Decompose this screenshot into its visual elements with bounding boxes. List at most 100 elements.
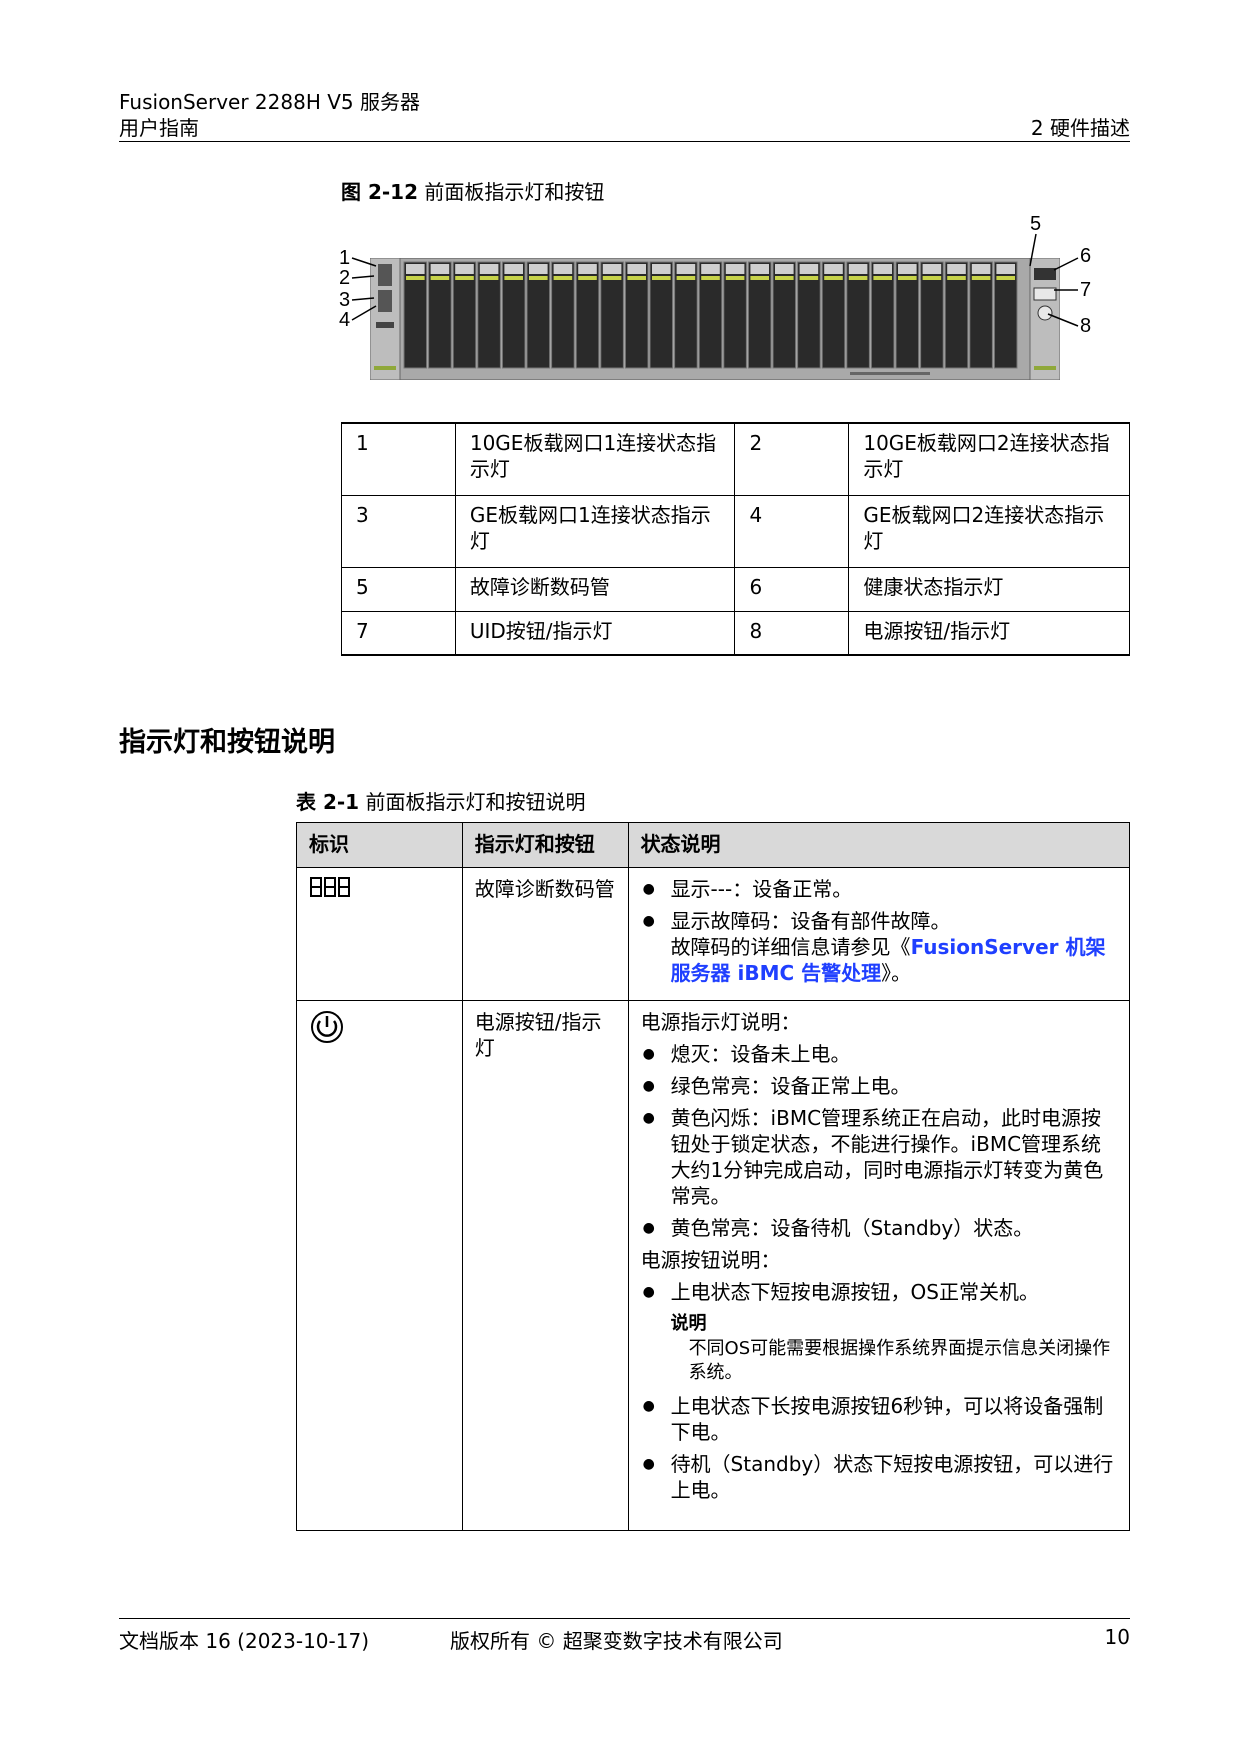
- drive-bay-latch: [602, 264, 622, 274]
- drive-bay-stripe: [947, 276, 966, 280]
- note-body: 不同OS可能需要根据操作系统界面提示信息关闭操作系统。: [688, 1338, 1111, 1383]
- drive-bay-latch: [627, 264, 646, 274]
- drive-bay-latch: [430, 264, 450, 274]
- drive-bay-stripe: [406, 276, 425, 280]
- drive-bay-latch: [504, 264, 523, 274]
- drive-bay: [575, 261, 600, 369]
- legend-desc: GE板载网口2连接状态指示灯: [848, 494, 1130, 568]
- power-icon: [311, 1011, 343, 1043]
- table-caption-number: 表 2-1: [296, 790, 360, 814]
- list-item: 上电状态下短按电源按钮，OS正常关机。: [641, 1279, 1117, 1305]
- drive-bay-stripe: [701, 276, 720, 280]
- table-caption: 表 2-1 前面板指示灯和按钮说明: [296, 786, 585, 815]
- drive-bay: [797, 261, 821, 369]
- drive-bay: [428, 261, 452, 369]
- callout-4: 4: [339, 309, 351, 331]
- drive-bay: [895, 261, 920, 369]
- header-chapter: 2 硬件描述: [1030, 116, 1130, 140]
- power-led-intro: 电源指示灯说明：: [640, 1010, 801, 1034]
- drive-bay-stripe: [553, 276, 573, 280]
- legend-num: 8: [734, 610, 850, 656]
- table-header-row: 标识 指示灯和按钮 状态说明: [296, 822, 1131, 868]
- drive-bay: [772, 261, 797, 369]
- drive-bay: [846, 261, 870, 369]
- seven-segment-display-icon: [310, 877, 350, 897]
- cell-status: 显示---：设备正常。 显示故障码：设备有部件故障。 故障码的详细信息请参见《F…: [627, 867, 1131, 1001]
- drive-bay-latch: [406, 264, 425, 274]
- drive-bay-stripe: [922, 276, 942, 280]
- drive-bay-stripe: [873, 276, 892, 280]
- drive-bay: [526, 261, 551, 369]
- column-header-status: 状态说明: [627, 822, 1131, 868]
- drive-bay: [821, 261, 846, 369]
- callout-8: 8: [1080, 315, 1092, 337]
- drive-bay: [723, 261, 747, 369]
- footer-version: 文档版本 16 (2023-10-17): [119, 1629, 369, 1653]
- drive-bay-stripe: [676, 276, 696, 280]
- drive-bay-latch: [529, 264, 548, 274]
- drive-bay-latch: [996, 264, 1015, 274]
- figure-legend-table: 1 10GE板载网口1连接状态指示灯 2 10GE板载网口2连接状态指示灯 3 …: [341, 422, 1130, 656]
- cell-id: [296, 1000, 463, 1531]
- drive-bay: [551, 261, 575, 369]
- footer-copyright: 版权所有 © 超聚变数字技术有限公司: [450, 1629, 783, 1653]
- drive-bay: [452, 261, 477, 369]
- drive-bay-latch: [971, 264, 991, 274]
- drive-bay-latch: [873, 264, 892, 274]
- drive-bay-stripe: [824, 276, 843, 280]
- table-row: 电源按钮/指示灯 电源指示灯说明： 熄灭：设备未上电。 绿色常亮：设备正常上电。…: [296, 1000, 1131, 1531]
- footer-page-number: 10: [1104, 1625, 1130, 1649]
- detail-prefix: 故障码的详细信息请参见《: [670, 935, 911, 959]
- drive-bay-latch: [652, 264, 671, 274]
- list-item: 显示故障码：设备有部件故障。 故障码的详细信息请参见《FusionServer …: [641, 908, 1117, 986]
- column-header-id: 标识: [296, 822, 463, 868]
- drive-bay-latch: [947, 264, 966, 274]
- drive-bay: [698, 261, 723, 369]
- legend-desc: GE板载网口1连接状态指示灯: [454, 494, 736, 568]
- drive-bay-stripe: [627, 276, 646, 280]
- list-item: 上电状态下长按电源按钮6秒钟，可以将设备强制下电。: [641, 1393, 1117, 1445]
- figure-caption-number: 图 2-12: [341, 180, 419, 204]
- drive-bay: [624, 261, 649, 369]
- drive-bay: [674, 261, 698, 369]
- header-rule: [119, 141, 1130, 142]
- drive-bay-latch: [824, 264, 843, 274]
- cell-status: 电源指示灯说明： 熄灭：设备未上电。 绿色常亮：设备正常上电。 黄色闪烁：iBM…: [627, 1000, 1131, 1531]
- list-item-text: 显示故障码：设备有部件故障。: [670, 909, 951, 933]
- column-header-name: 指示灯和按钮: [461, 822, 629, 868]
- drive-bay-latch: [848, 264, 868, 274]
- drive-bay-latch: [553, 264, 573, 274]
- figure-caption: 图 2-12 前面板指示灯和按钮: [341, 176, 604, 205]
- list-item: 显示---：设备正常。: [641, 876, 1117, 902]
- drive-bay-stripe: [529, 276, 548, 280]
- drive-bay-latch: [750, 264, 769, 274]
- table-row: 7 UID按钮/指示灯 8 电源按钮/指示灯: [341, 610, 1130, 656]
- drive-bay-stripe: [602, 276, 622, 280]
- footer-rule: [119, 1618, 1130, 1619]
- drive-bay-stripe: [455, 276, 474, 280]
- table-row: 3 GE板载网口1连接状态指示灯 4 GE板载网口2连接状态指示灯: [341, 494, 1130, 568]
- drive-bay-stripe: [430, 276, 450, 280]
- legend-num: 3: [341, 494, 456, 568]
- list-item: 黄色常亮：设备待机（Standby）状态。: [641, 1215, 1117, 1241]
- list-item: 绿色常亮：设备正常上电。: [641, 1073, 1117, 1099]
- drive-bay: [944, 261, 969, 369]
- callout-7: 7: [1080, 279, 1092, 301]
- drive-bay-stripe: [578, 276, 597, 280]
- drive-bay-stripe: [799, 276, 819, 280]
- drive-bay-latch: [479, 264, 499, 274]
- table-caption-text: 前面板指示灯和按钮说明: [359, 790, 586, 814]
- detail-suffix: 》。: [881, 961, 912, 985]
- callout-1: 1: [339, 247, 351, 269]
- drive-bay: [920, 261, 944, 369]
- legend-num: 5: [341, 566, 456, 612]
- server-front-panel-image: [370, 258, 1060, 380]
- drive-bay-stripe: [479, 276, 499, 280]
- drive-bay-stripe: [775, 276, 794, 280]
- alarm-handling-doc-link[interactable]: FusionServer 机架服务器 iBMC 告警处理: [670, 935, 1106, 985]
- list-item: 待机（Standby）状态下短按电源按钮，可以进行上电。: [641, 1451, 1117, 1503]
- indicator-button-table: 标识 指示灯和按钮 状态说明 故障诊断数码管 显示---：设备正常。 显示故障码…: [296, 822, 1131, 1531]
- header-product: FusionServer 2288H V5 服务器: [119, 90, 420, 114]
- legend-desc: 故障诊断数码管: [454, 566, 736, 612]
- drive-bay-stripe: [725, 276, 745, 280]
